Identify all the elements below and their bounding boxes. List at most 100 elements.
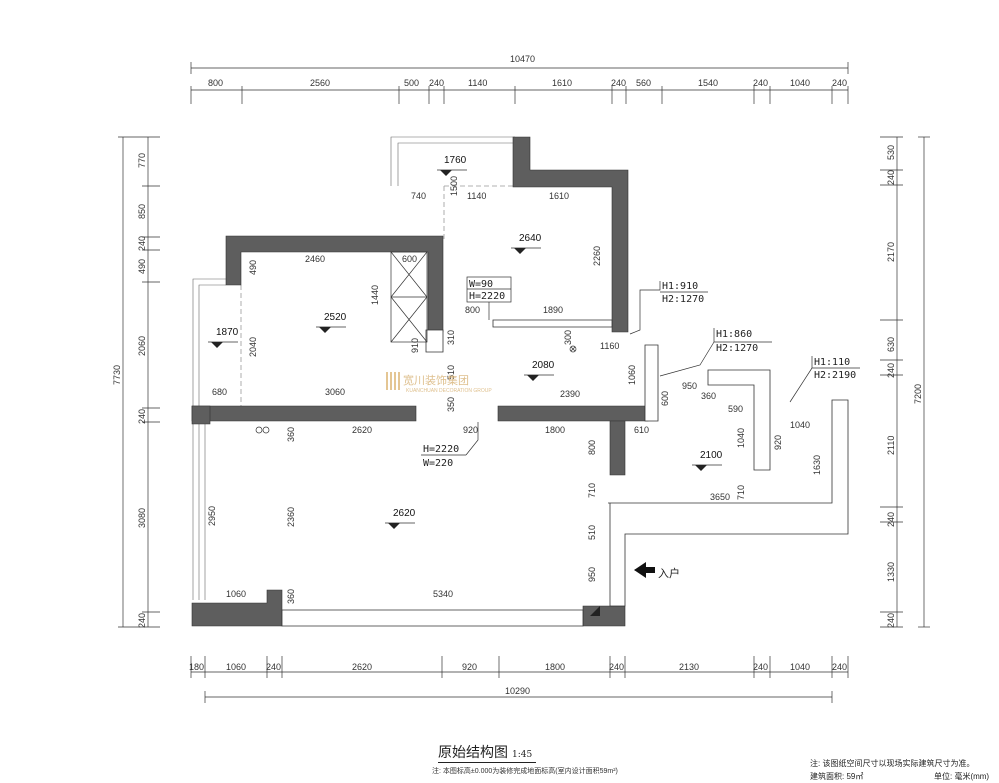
right-dim-6: 240 [886, 512, 896, 527]
dim-2040: 2040 [248, 337, 258, 357]
dim-310: 310 [446, 330, 456, 345]
elevation-note: 注: 本图标高±0.000为装修完成地面标高(室内设计面积59m²) [432, 768, 618, 775]
top-dimension-chain: 10470 800 2560 500 240 1140 1610 240 560… [190, 54, 849, 104]
svg-text:H1:860: H1:860 [716, 329, 752, 340]
top-dim-7: 560 [636, 78, 651, 88]
company-logo: 宽川装饰集团 KUANCHUAN DECORATION GROUP [386, 372, 492, 394]
top-dim-10: 1040 [790, 78, 810, 88]
svg-text:W=90: W=90 [469, 279, 493, 290]
arrow-left-icon [634, 562, 655, 578]
beam-callout-1: H1:910 H2:1270 [629, 281, 708, 335]
svg-text:H1:910: H1:910 [662, 281, 698, 292]
elevation-marker: 2640 [511, 233, 542, 254]
right-dimension-chain: 530 240 2170 630 240 2110 240 1330 240 7… [880, 136, 930, 628]
bottom-dim-10: 240 [832, 662, 847, 672]
window-callout: W=90 H=2220 [466, 276, 512, 320]
unit-note: 单位: 毫米(mm) [934, 772, 990, 781]
dim-1040b: 1040 [790, 420, 810, 430]
elevation-marker: 2080 [524, 360, 555, 381]
elevation-marker: 2520 [316, 312, 347, 333]
left-dim-1: 850 [137, 204, 147, 219]
bottom-dim-8: 240 [753, 662, 768, 672]
dim-510b: 510 [587, 525, 597, 540]
dim-350: 350 [446, 397, 456, 412]
left-dim-5: 240 [137, 409, 147, 424]
dim-3060: 3060 [325, 387, 345, 397]
entrance-label: 入户 [658, 568, 680, 580]
door-callout: H=2220 W=220 [421, 422, 479, 469]
top-dim-4: 1140 [468, 78, 487, 88]
svg-text:H2:2190: H2:2190 [814, 370, 856, 381]
dim-710: 710 [587, 483, 597, 498]
dim-2460: 2460 [305, 254, 325, 264]
dim-610: 610 [634, 425, 649, 435]
svg-text:H=2220: H=2220 [423, 444, 459, 455]
dim-490: 490 [248, 260, 258, 275]
right-dim-2: 2170 [886, 242, 896, 262]
svg-text:2520: 2520 [324, 312, 347, 323]
left-dimension-chain: 7730 770 850 240 490 2060 240 3080 240 [112, 136, 160, 628]
interior-dims: 1500 740 1140 1610 2260 2460 490 600 144… [207, 176, 822, 604]
bottom-dim-2: 240 [266, 662, 281, 672]
dim-2260: 2260 [592, 246, 602, 266]
dim-600b: 600 [660, 391, 670, 406]
bottom-dim-6: 240 [609, 662, 624, 672]
dim-360: 360 [701, 391, 716, 401]
dim-5340: 5340 [433, 589, 453, 599]
dim-1140: 1140 [467, 191, 486, 201]
dim-510: 510 [446, 365, 456, 380]
elevation-marker: 1870 [208, 327, 239, 348]
left-dim-2: 240 [137, 236, 147, 251]
right-dim-5: 2110 [886, 436, 896, 455]
left-dim-3: 490 [137, 259, 147, 274]
right-dim-8: 240 [886, 613, 896, 628]
dim-800: 800 [465, 305, 480, 315]
left-dim-4: 2060 [137, 336, 147, 356]
dim-740: 740 [411, 191, 426, 201]
top-dim-0: 800 [208, 78, 223, 88]
drawing-scale: 1:45 [512, 750, 533, 760]
drawing-title-text: 原始结构图 [438, 745, 508, 761]
right-dim-0: 530 [886, 145, 896, 160]
top-dim-1: 2560 [310, 78, 330, 88]
svg-text:H2:1270: H2:1270 [716, 343, 758, 354]
svg-text:H=2220: H=2220 [469, 291, 505, 302]
bottom-dim-3: 2620 [352, 662, 372, 672]
dim-2950: 2950 [207, 506, 217, 526]
dim-360b: 360 [286, 427, 296, 442]
svg-text:2620: 2620 [393, 508, 416, 519]
elevation-marker: 2100 [692, 450, 723, 471]
building-area-note: 建筑面积: 59㎡ [810, 772, 864, 781]
svg-text:H1:110: H1:110 [814, 357, 850, 368]
dim-950: 950 [682, 381, 697, 391]
bottom-dim-1: 1060 [226, 662, 246, 672]
dim-800b: 800 [587, 440, 597, 455]
dim-300: 300 [563, 330, 573, 345]
dim-360c: 360 [286, 589, 296, 604]
right-dim-7: 1330 [886, 562, 896, 582]
bottom-dimension-chain: 180 1060 240 2620 920 1800 240 2130 240 … [189, 656, 849, 703]
outlined-walls [281, 319, 849, 627]
left-dim-7: 240 [137, 613, 147, 628]
dim-590: 590 [728, 404, 743, 414]
dim-1500: 1500 [449, 176, 459, 196]
right-dim-4: 240 [886, 363, 896, 378]
symbols [255, 345, 600, 616]
svg-text:2640: 2640 [519, 233, 542, 244]
top-dim-2: 500 [404, 78, 419, 88]
bottom-dim-0: 180 [189, 662, 204, 672]
svg-text:H2:1270: H2:1270 [662, 294, 704, 305]
walls [191, 136, 649, 627]
dim-2360: 2360 [286, 507, 296, 527]
top-total-dim: 10470 [510, 54, 535, 64]
dim-910: 910 [410, 338, 420, 353]
top-dim-6: 240 [611, 78, 626, 88]
elevation-markers: 1760 2640 2520 1870 2080 2100 [208, 155, 723, 529]
right-dim-3: 630 [886, 337, 896, 352]
beam-callout-2: H1:860 H2:1270 [659, 328, 772, 377]
dim-710b: 710 [736, 485, 746, 500]
right-dim-1: 240 [886, 170, 896, 185]
dim-600: 600 [402, 254, 417, 264]
left-total-dim: 7730 [112, 365, 122, 385]
